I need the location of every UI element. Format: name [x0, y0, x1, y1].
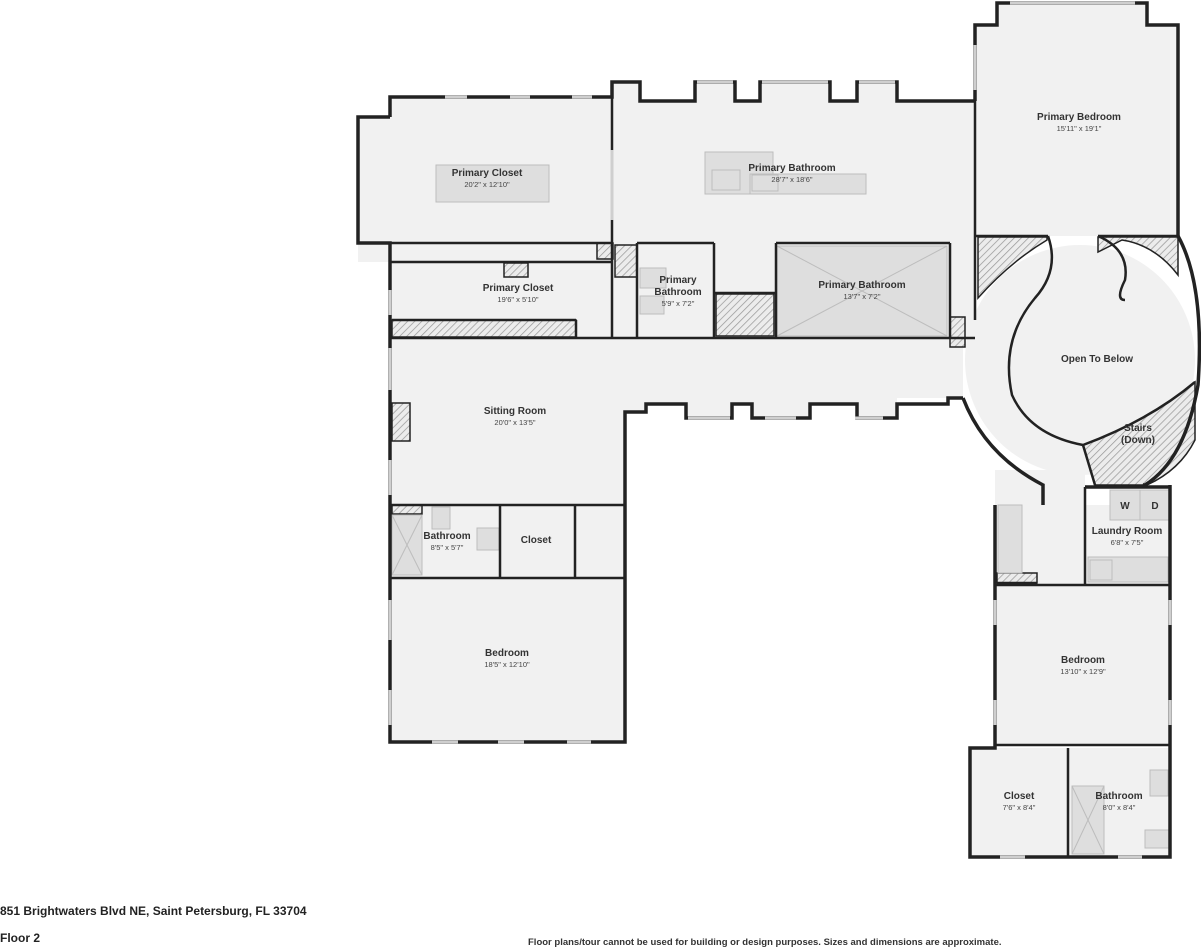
room-dims: 6'8" x 7'5"	[1111, 538, 1144, 547]
room-dims: 5'9" x 7'2"	[662, 299, 695, 308]
room-name: Closet	[1004, 791, 1035, 802]
room-bedroom-west: Bedroom 18'5" x 12'10"	[484, 648, 530, 669]
room-primary-closet-small: Primary Closet 19'6" x 5'10"	[483, 283, 554, 304]
room-dims: 18'5" x 12'10"	[484, 660, 530, 669]
room-dims: 19'6" x 5'10"	[497, 295, 538, 304]
washer-label: W	[1120, 501, 1130, 512]
room-name: Primary Bedroom	[1037, 112, 1121, 123]
room-labels: Primary Bedroom 15'11" x 19'1" Primary C…	[423, 112, 1162, 812]
room-closet-west: Closet	[521, 535, 552, 546]
room-primary-bathroom-shower: Primary Bathroom 13'7" x 7'2"	[818, 280, 905, 301]
windows	[388, 1, 1172, 859]
fixtures	[391, 151, 1171, 855]
room-dims: 20'2" x 12'10"	[464, 180, 510, 189]
room-bathroom-west: Bathroom 8'5" x 5'7"	[423, 531, 470, 552]
room-name: Bathroom	[423, 531, 470, 542]
room-name: Sitting Room	[484, 406, 546, 417]
room-name-line2: (Down)	[1121, 435, 1155, 446]
room-name: Primary Bathroom	[748, 163, 835, 174]
room-dims: 7'6" x 8'4"	[1003, 803, 1036, 812]
room-primary-bedroom: Primary Bedroom 15'11" x 19'1"	[1037, 112, 1121, 133]
room-open-to-below: Open To Below	[1061, 354, 1133, 365]
floor-label: Floor 2	[0, 931, 41, 945]
interior-walls	[358, 97, 1196, 857]
room-name: Laundry Room	[1092, 526, 1163, 537]
room-name: Primary	[659, 275, 697, 286]
room-name: Primary Bathroom	[818, 280, 905, 291]
room-name: Open To Below	[1061, 354, 1133, 365]
floor-plan: Primary Bedroom 15'11" x 19'1" Primary C…	[356, 1, 1201, 859]
room-dims: 13'10" x 12'9"	[1060, 667, 1106, 676]
room-name: Primary Closet	[483, 283, 554, 294]
room-stairs: Stairs (Down)	[1121, 423, 1155, 446]
room-name: Bedroom	[485, 648, 529, 659]
room-bathroom-east: Bathroom 8'0" x 8'4"	[1095, 791, 1142, 812]
room-name: Closet	[521, 535, 552, 546]
property-address: 851 Brightwaters Blvd NE, Saint Petersbu…	[0, 904, 307, 918]
room-name: Bathroom	[1095, 791, 1142, 802]
room-dims: 28'7" x 18'6"	[771, 175, 812, 184]
room-dims: 13'7" x 7'2"	[844, 292, 881, 301]
room-primary-bathroom-small: Primary Bathroom 5'9" x 7'2"	[654, 275, 701, 308]
room-bedroom-east: Bedroom 13'10" x 12'9"	[1060, 655, 1106, 676]
room-laundry: Laundry Room 6'8" x 7'5" W D	[1092, 501, 1163, 547]
room-sitting-room: Sitting Room 20'0" x 13'5"	[484, 406, 546, 427]
room-dims: 8'5" x 5'7"	[431, 543, 464, 552]
room-name: Stairs	[1124, 423, 1152, 434]
room-dims: 20'0" x 13'5"	[494, 418, 535, 427]
room-dims: 15'11" x 19'1"	[1057, 124, 1102, 133]
hatched-areas	[391, 236, 1196, 584]
room-name: Bedroom	[1061, 655, 1105, 666]
room-closet-east: Closet 7'6" x 8'4"	[1003, 791, 1036, 812]
room-name: Primary Closet	[452, 168, 523, 179]
room-dims: 8'0" x 8'4"	[1103, 803, 1136, 812]
dryer-label: D	[1151, 501, 1158, 512]
room-name-line2: Bathroom	[654, 287, 701, 298]
room-primary-closet-large: Primary Closet 20'2" x 12'10"	[452, 168, 523, 189]
room-primary-bathroom-large: Primary Bathroom 28'7" x 18'6"	[748, 163, 835, 184]
disclaimer: Floor plans/tour cannot be used for buil…	[528, 937, 1002, 948]
